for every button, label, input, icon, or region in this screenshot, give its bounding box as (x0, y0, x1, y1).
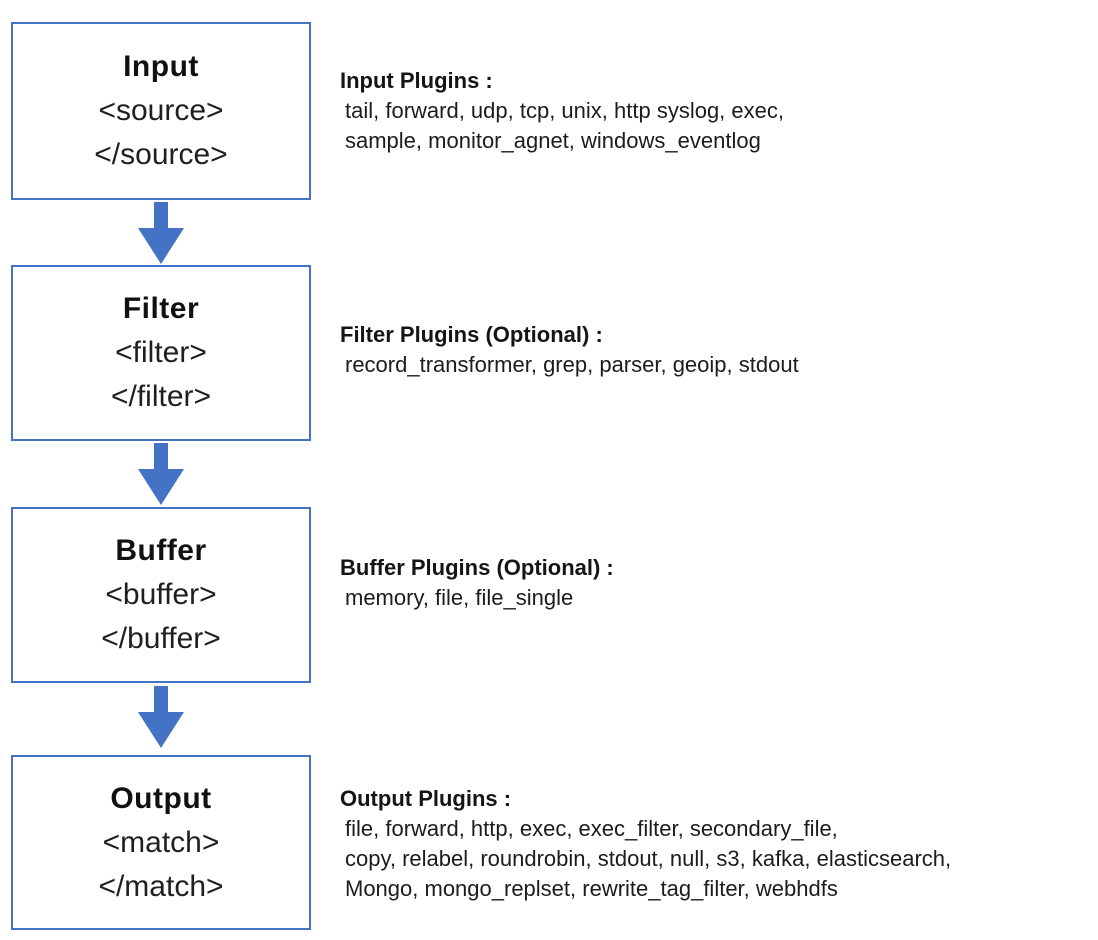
annotation-input-plugins: Input Plugins : tail, forward, udp, tcp,… (340, 66, 1090, 156)
annotation-line: Mongo, mongo_replset, rewrite_tag_filter… (345, 876, 838, 901)
box-open-tag-input: <source> (98, 94, 224, 127)
annotation-output-plugins: Output Plugins : file, forward, http, ex… (340, 784, 1090, 904)
box-title-filter: Filter (122, 292, 200, 325)
flow-box-buffer: Buffer <buffer> </buffer> (11, 507, 311, 683)
flow-box-output: Output <match> </match> (11, 755, 311, 930)
box-title-output: Output (110, 781, 212, 815)
box-open-tag-output: <match> (102, 825, 220, 859)
annotation-heading: Output Plugins : (340, 786, 512, 811)
box-close-tag-output: </match> (98, 869, 224, 903)
down-arrow-icon (138, 443, 184, 505)
down-arrow-icon (138, 686, 184, 748)
box-close-tag-input: </source> (94, 138, 228, 171)
annotation-line: file, forward, http, exec, exec_filter, … (345, 816, 838, 841)
box-close-tag-buffer: </buffer> (101, 622, 221, 655)
annotation-line: copy, relabel, roundrobin, stdout, null,… (345, 846, 952, 871)
annotation-heading: Buffer Plugins (Optional) : (340, 555, 614, 580)
flow-box-filter: Filter <filter> </filter> (11, 265, 311, 441)
annotation-line: memory, file, file_single (345, 585, 574, 610)
annotation-heading: Input Plugins : (340, 68, 493, 93)
annotation-buffer-plugins: Buffer Plugins (Optional) : memory, file… (340, 553, 1090, 613)
flow-box-input: Input <source> </source> (11, 22, 311, 200)
box-open-tag-buffer: <buffer> (105, 578, 217, 611)
box-open-tag-filter: <filter> (115, 336, 207, 369)
annotation-filter-plugins: Filter Plugins (Optional) : record_trans… (340, 320, 1090, 380)
box-title-buffer: Buffer (115, 534, 207, 567)
annotation-line: record_transformer, grep, parser, geoip,… (345, 352, 799, 377)
annotation-line: tail, forward, udp, tcp, unix, http sysl… (345, 98, 784, 123)
down-arrow-icon (138, 202, 184, 264)
annotation-heading: Filter Plugins (Optional) : (340, 322, 603, 347)
annotation-line: sample, monitor_agnet, windows_eventlog (345, 128, 761, 153)
box-close-tag-filter: </filter> (110, 380, 212, 413)
box-title-input: Input (123, 50, 199, 83)
